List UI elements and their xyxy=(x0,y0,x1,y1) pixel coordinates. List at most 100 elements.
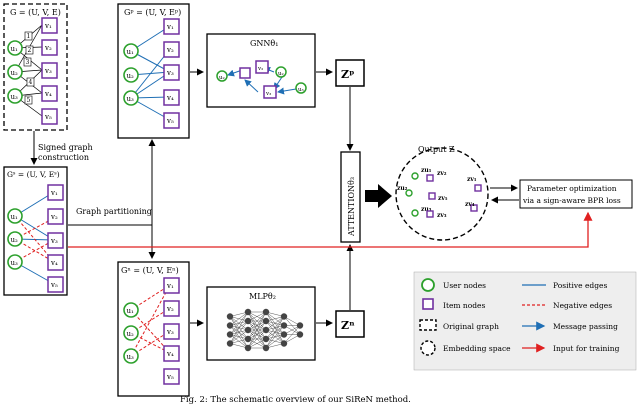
legend-input-label: Input for training xyxy=(553,344,620,353)
svg-text:zv₄: zv₄ xyxy=(465,201,475,208)
item-node: v₄ xyxy=(163,345,180,362)
user-node-label: u₁ xyxy=(11,45,19,53)
item-node: v₄ xyxy=(163,89,180,106)
item-node: v₅ xyxy=(41,108,58,125)
svg-text:zv₁: zv₁ xyxy=(467,176,477,183)
svg-text:3: 3 xyxy=(26,59,30,66)
item-node-label: v₃ xyxy=(166,328,174,336)
item-node: v₂ xyxy=(163,300,180,317)
legend: User nodes Item nodes Original graph Emb… xyxy=(413,271,637,371)
user-node-label: u₂ xyxy=(127,330,135,338)
positive-user-nodes: u₁ u₂ u₃ xyxy=(123,43,139,106)
gnn-label: GNNθ₁ xyxy=(250,39,278,48)
item-node-label: v₁ xyxy=(50,189,58,197)
user-node-label: u₂ xyxy=(11,69,19,77)
item-node: v₄ xyxy=(47,254,64,271)
signed-item-nodes: v₁ v₂ v₃ v₄ v₅ xyxy=(47,184,64,293)
user-node-label: u₁ xyxy=(11,213,19,221)
edge-weight: 3 xyxy=(23,57,32,67)
edge-weight: 4 xyxy=(26,77,35,87)
item-node: v₃ xyxy=(41,62,58,79)
item-node-label: v₂ xyxy=(50,213,58,221)
item-node-label: v₄ xyxy=(166,350,174,358)
legend-original-icon xyxy=(419,319,437,331)
user-node: u₃ xyxy=(123,90,139,106)
legend-user-label: User nodes xyxy=(443,281,486,290)
user-node-label: u₁ xyxy=(127,48,135,56)
zp-label: Zᵖ xyxy=(341,68,355,81)
legend-user-icon xyxy=(421,278,435,292)
zn-embedding: Zⁿ xyxy=(335,310,365,338)
item-node-label: v₅ xyxy=(44,113,52,121)
svg-text:v₂: v₂ xyxy=(257,66,263,72)
item-node-label: v₁ xyxy=(44,22,52,30)
svg-text:zv₅: zv₅ xyxy=(438,195,448,202)
user-node: u₃ xyxy=(7,254,23,270)
positive-graph-title: Gᵖ = (U, V, Eᵖ) xyxy=(124,8,181,17)
svg-text:zv₂: zv₂ xyxy=(437,170,447,177)
item-node: v₃ xyxy=(47,232,64,249)
item-node-label: v₄ xyxy=(44,90,52,98)
legend-item-label: Item nodes xyxy=(443,301,485,310)
user-embedding-point: zu₃ xyxy=(411,206,432,217)
user-node-label: u₃ xyxy=(127,353,135,361)
item-node: v₅ xyxy=(47,276,64,293)
user-node-label: u₃ xyxy=(127,95,135,103)
item-node: v₃ xyxy=(163,323,180,340)
item-node: v₅ xyxy=(163,112,180,129)
user-node-label: u₂ xyxy=(11,236,19,244)
attention-label: ATTENTIONθ₃ xyxy=(347,177,356,237)
user-embedding-point: zu₁ xyxy=(411,167,432,180)
mlp-module: MLPθ₂ xyxy=(206,286,316,361)
svg-text:zu₂: zu₂ xyxy=(397,185,408,192)
legend-message-label: Message passing xyxy=(553,322,618,331)
svg-text:u₃: u₃ xyxy=(298,87,304,93)
edge-weight: 2 xyxy=(25,45,34,55)
item-node-label: v₂ xyxy=(166,46,174,54)
figure-caption: Fig. 2: The schematic overview of our Si… xyxy=(180,395,411,405)
svg-text:u₂: u₂ xyxy=(278,71,284,77)
legend-negative-label: Negative edges xyxy=(553,301,612,310)
attention-module: ATTENTIONθ₃ xyxy=(340,151,361,243)
user-node: u₂ xyxy=(7,231,23,247)
user-node: u₁ xyxy=(7,208,23,224)
user-node-label: u₃ xyxy=(11,93,19,101)
item-node: v₁ xyxy=(163,18,180,35)
item-node: v₃ xyxy=(163,64,180,81)
item-node: v₂ xyxy=(163,41,180,58)
user-node: u₁ xyxy=(7,40,23,56)
output-z-label: Output Z xyxy=(418,145,455,154)
positive-item-nodes: v₁ v₂ v₃ v₄ v₅ xyxy=(163,18,180,129)
signed-user-nodes: u₁ u₂ u₃ xyxy=(7,208,23,270)
legend-positive-label: Positive edges xyxy=(553,281,607,290)
user-node: u₂ xyxy=(7,64,23,80)
user-node: u₂ xyxy=(123,67,139,83)
user-embedding-point: zu₂ xyxy=(397,185,413,197)
zn-label: Zⁿ xyxy=(341,319,355,332)
svg-text:5: 5 xyxy=(27,97,31,104)
user-node: u₁ xyxy=(123,43,139,59)
user-node-label: u₂ xyxy=(127,72,135,80)
svg-text:2: 2 xyxy=(28,47,32,54)
gnn-module: GNNθ₁ u₂ v₂ u₂ v₃ u₃ xyxy=(206,33,316,108)
neural-network-icon xyxy=(226,308,304,352)
input-for-training-line xyxy=(68,211,593,248)
item-node-label: v₄ xyxy=(50,259,58,267)
legend-embedding-label: Embedding space xyxy=(443,344,511,353)
item-node: v₄ xyxy=(41,85,58,102)
svg-text:4: 4 xyxy=(29,79,33,86)
user-node: u₃ xyxy=(7,88,23,104)
positive-graph: Gᵖ = (U, V, Eᵖ) u₁ u₂ u₃ v₁ v₂ v₃ v₄ v₅ xyxy=(117,3,190,139)
item-node-label: v₅ xyxy=(166,373,174,381)
item-node: v₁ xyxy=(47,184,64,201)
user-node-label: u₃ xyxy=(11,259,19,267)
item-embedding-point: zv₃ xyxy=(426,210,447,219)
user-node: u₁ xyxy=(123,302,139,318)
